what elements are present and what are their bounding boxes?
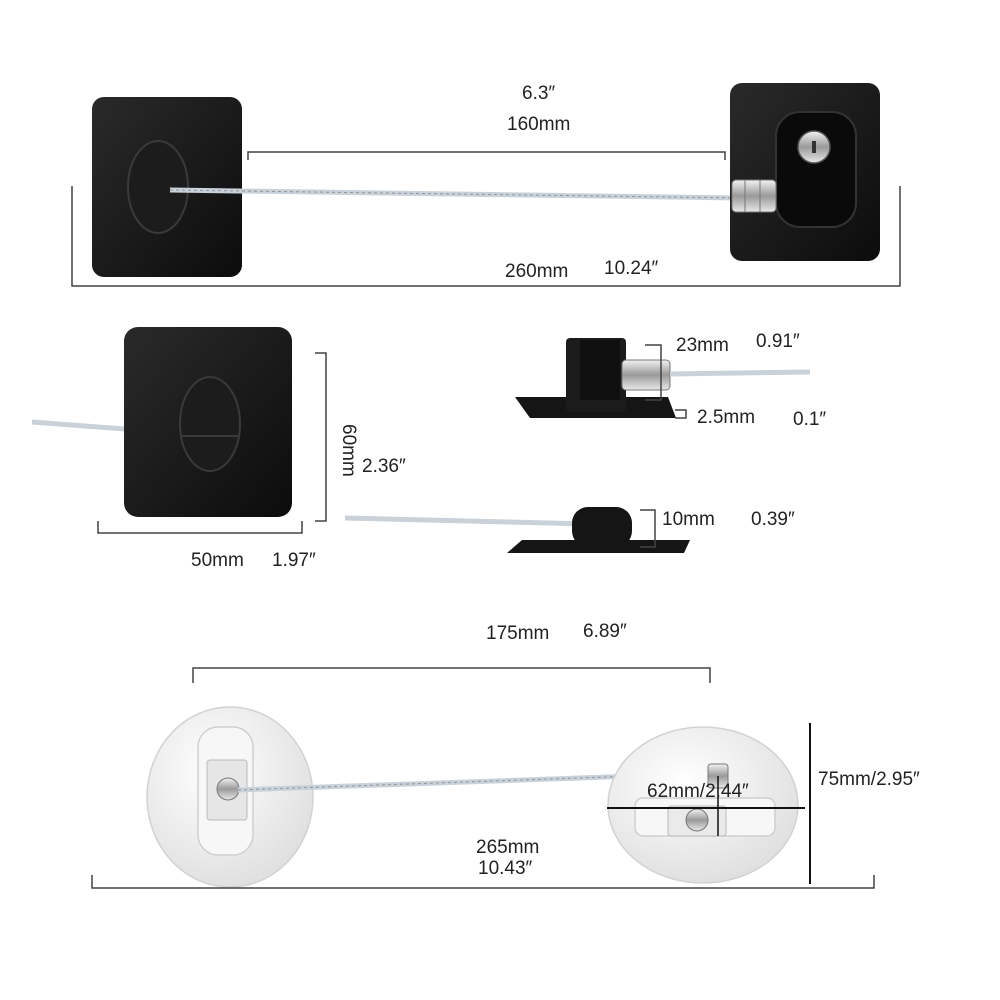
pad-width-mm-label: 50mm [191,550,244,571]
right-lock-cylinder-housing [775,111,857,228]
pad-detail-oval-slot [179,376,241,472]
dimension-160mm-bracket [247,151,726,160]
top-cable-ferrule [731,179,777,213]
dimension-175mm-bracket [192,667,711,683]
pad-height-inch-label: 2.36″ [362,456,406,477]
pad-height-mm-label: 60mm [338,424,359,477]
dimension-10mm-bracket [640,509,656,548]
knob-height-inch-label: 0.39″ [751,509,795,530]
bottom-span-inch-label: 6.89″ [583,621,627,642]
pad-width-inch-label: 1.97″ [272,550,316,571]
dimension-60mm-bracket [315,352,327,522]
lock-height-inch-label: 0.91″ [756,331,800,352]
left-pad-oval-slot [127,140,189,234]
pad-detail [31,327,327,534]
top-total-inch-label: 10.24″ [604,258,659,279]
white-key-cylinder-icon [685,808,709,832]
dimension-23mm-bracket [645,344,662,401]
top-span-inch-label: 6.3″ [522,83,556,104]
lock-side-view [515,338,811,419]
small-disc-width-label: 62mm/2.44″ [647,781,749,802]
base-thickness-inch-label: 0.1″ [793,409,827,430]
dimension-2-5mm-bracket [675,409,687,419]
knob-side-view [344,507,690,553]
top-total-mm-label: 260mm [505,261,569,282]
bottom-span-mm-label: 175mm [486,623,550,644]
white-assembly [91,667,875,889]
dimension-265mm-bracket [91,875,875,889]
lock-side-ferrule [621,359,671,391]
knob-height-mm-label: 10mm [662,509,715,530]
dimension-50mm-bracket [97,521,303,534]
lock-height-mm-label: 23mm [676,335,729,356]
base-thickness-mm-label: 2.5mm [697,407,756,428]
bottom-total-mm-label: 265mm [476,837,540,858]
dimension-260mm-bracket [71,186,901,287]
knob-side-body [572,507,632,547]
top-span-mm-label: 160mm [507,114,571,135]
top-assembly [71,83,901,287]
disc-height-label: 75mm/2.95″ [818,769,920,790]
bottom-total-inch-label: 10.43″ [478,858,533,879]
